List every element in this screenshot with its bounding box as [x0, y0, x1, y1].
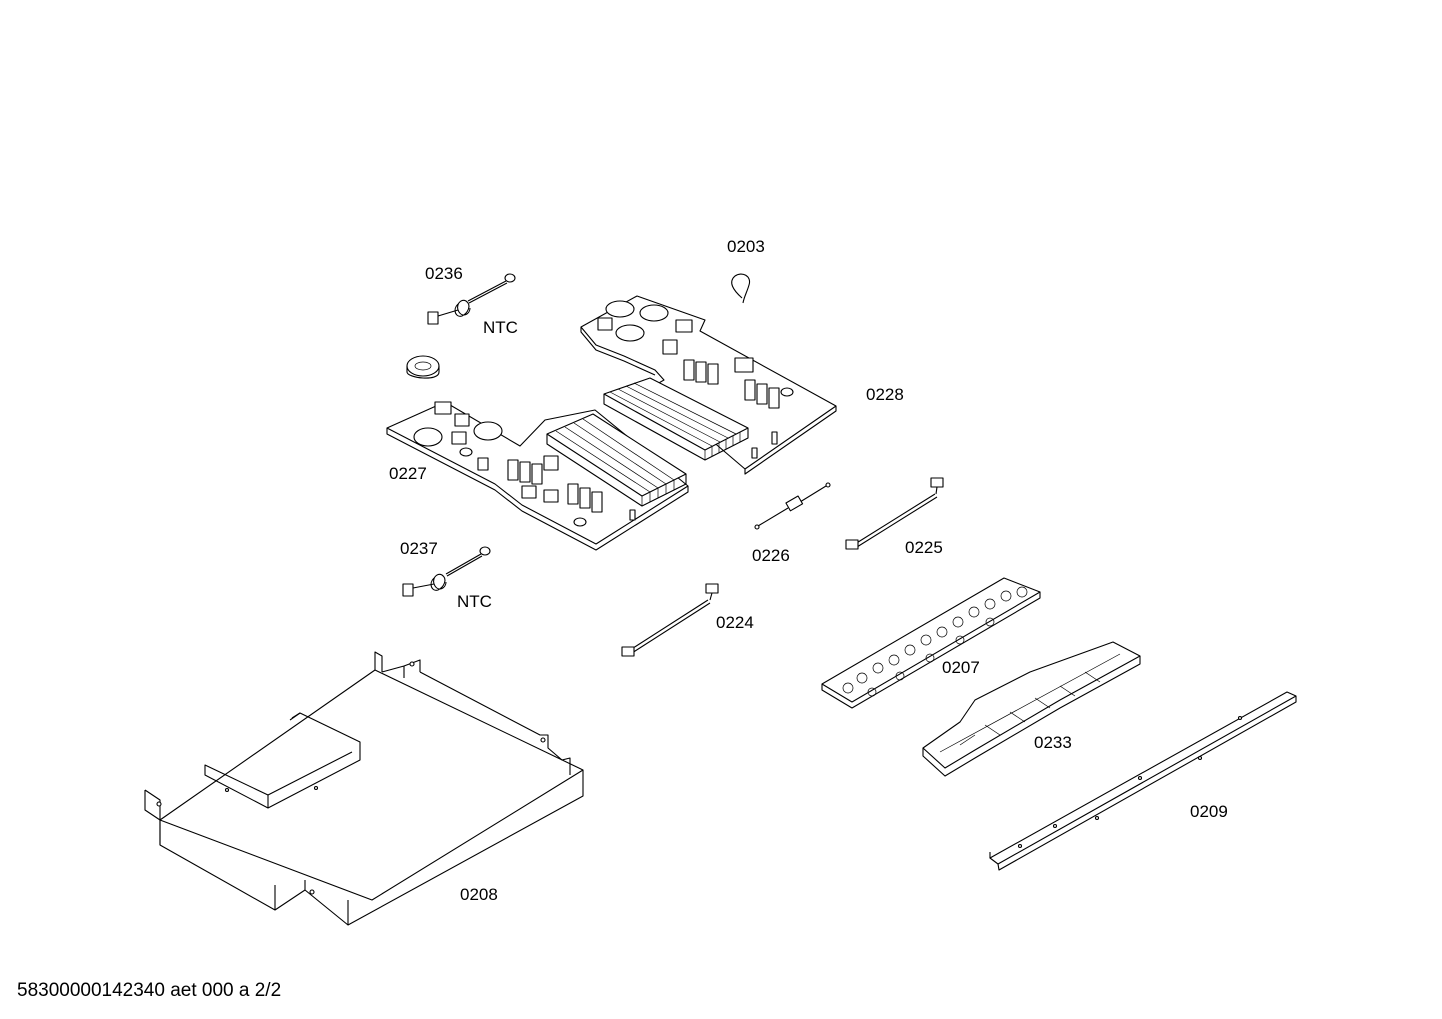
part-0208-base-tray: [144, 651, 584, 926]
label-ntc-0236: NTC: [483, 318, 518, 337]
label-0236: 0236: [425, 264, 463, 283]
part-0227-circuit-board: [386, 401, 689, 551]
part-0225-cable: [845, 477, 944, 550]
label-0209: 0209: [1190, 802, 1228, 821]
label-0208: 0208: [460, 885, 498, 904]
label-0224: 0224: [716, 613, 754, 632]
part-0226-cable: [754, 482, 831, 530]
drawing-footer-code: 58300000142340 aet 000 a 2/2: [17, 980, 282, 1001]
part-0224-cable: [621, 583, 719, 657]
label-0226: 0226: [752, 546, 790, 565]
label-0207: 0207: [942, 658, 980, 677]
label-0228: 0228: [866, 385, 904, 404]
label-0233: 0233: [1034, 733, 1072, 752]
part-0207-keypad-board: [821, 577, 1041, 709]
part-0233-bracket: [922, 641, 1141, 777]
part-0209-rail: [989, 691, 1297, 871]
toroid-coil: [406, 355, 440, 379]
label-0225: 0225: [905, 538, 943, 557]
part-0237-ntc-sensor: [402, 546, 491, 597]
label-0203: 0203: [727, 237, 765, 256]
label-ntc-0237: NTC: [457, 592, 492, 611]
label-0237: 0237: [400, 539, 438, 558]
part-0236-ntc-sensor: [427, 273, 516, 325]
part-0203-clip: [731, 273, 751, 304]
part-0228-circuit-board: [580, 295, 837, 475]
label-0227: 0227: [389, 464, 427, 483]
